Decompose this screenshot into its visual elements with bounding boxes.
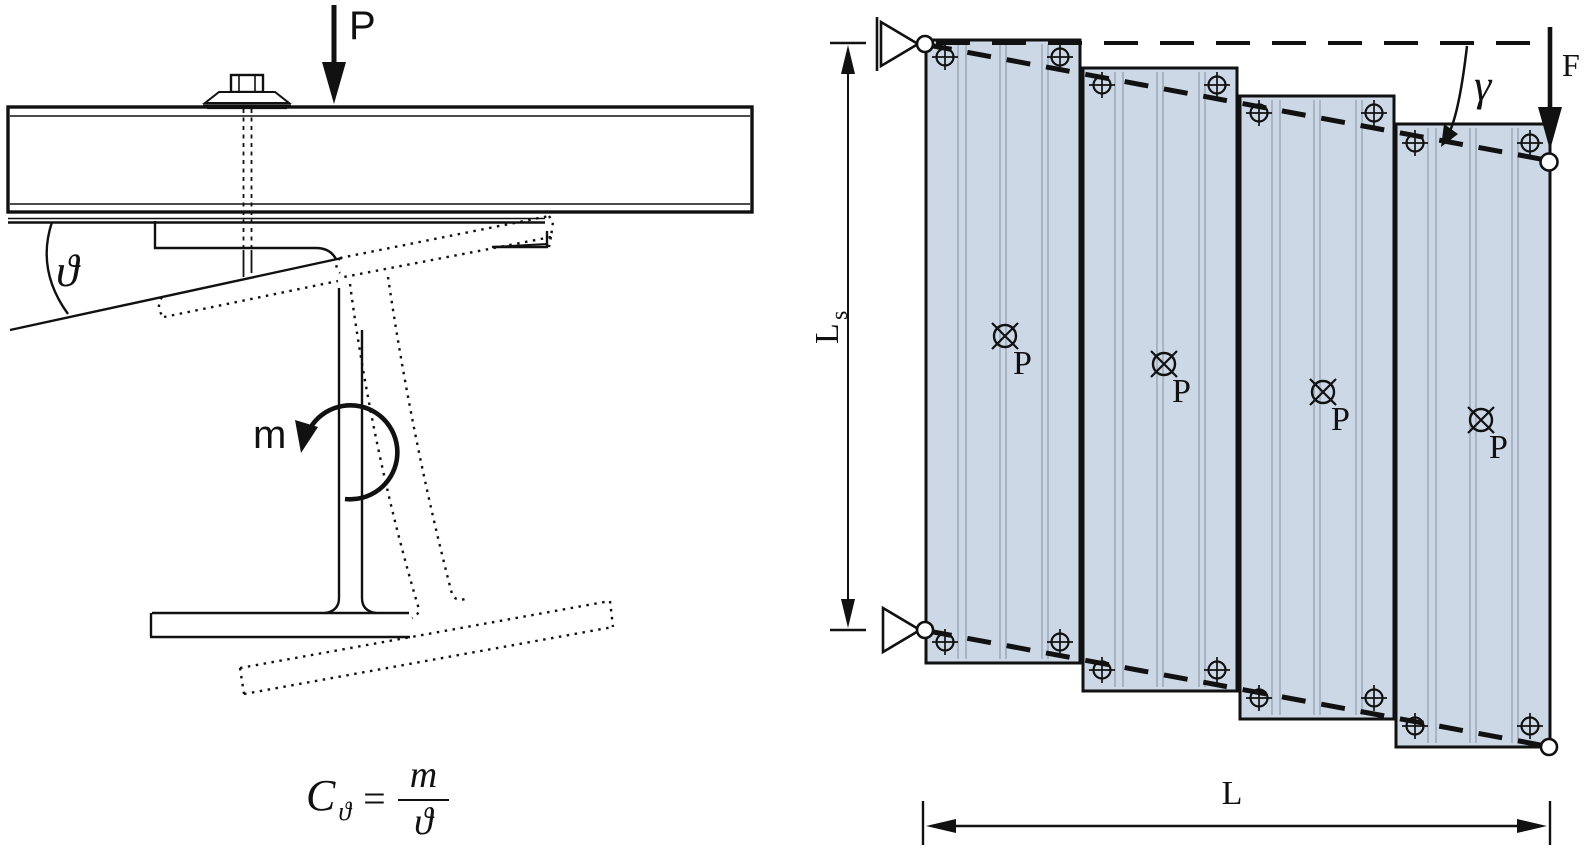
node-circle-bottom-right [1539,737,1559,757]
fastener-icon [1402,130,1543,739]
panel-load-label: P [1013,345,1032,382]
panel-grain-lines [957,44,1049,659]
height-ls-sub: s [827,311,853,320]
formula-denominator: ϑ [414,800,433,843]
panel-load-label: P [1172,373,1191,410]
sheathing-panel: P [1394,122,1552,749]
panel-load-cross-icon [1467,406,1495,434]
panel-load-cross-icon [991,322,1019,350]
sheathing-panel: P [924,38,1082,665]
load-arrow-p [322,5,346,104]
panel-grain-lines [1114,72,1206,687]
pin-support-bottom-icon [881,605,935,655]
joint-rotation-figure [6,5,754,696]
sheathing-panel: P [1081,66,1239,693]
dimension-ls [830,41,866,632]
theta-label: ϑ [56,245,81,296]
force-f-label: F [1562,47,1580,83]
panel-grain-lines [1271,100,1363,715]
lag-screw [202,73,292,277]
formula-equals: = [363,776,386,822]
gamma-label: γ [1474,61,1493,110]
panel-board [1394,122,1552,749]
panel-board [1238,94,1396,721]
panel-load-cross-icon [1309,378,1337,406]
load-p-label: P [349,4,376,48]
dimension-l [921,801,1552,845]
height-ls-label: L s [809,311,853,344]
panel-board [924,38,1082,665]
theta-arc [45,221,69,315]
panel-load-label: P [1489,429,1508,466]
sheathing-panel: P [1238,94,1396,721]
moment-arrow [295,403,400,502]
span-l-label: L [1222,775,1243,812]
panel-load-cross-icon [1150,350,1178,378]
panel-board [1081,66,1239,693]
deck-plate [6,105,754,224]
i-beam-solid [9,221,549,639]
node-circle-top-right [1539,152,1559,172]
bottom-chord-dashed [927,628,1547,749]
pin-support-top-icon [875,17,935,71]
shear-wall-figure: P P [830,17,1562,845]
moment-label: m [253,413,286,457]
panel-load-label: P [1331,401,1350,438]
formula-numerator: m [397,755,450,801]
formula-fraction: m ϑ [397,755,450,843]
force-arrow-f [1538,27,1562,150]
fastener-icon [1246,100,1387,711]
panel-grain-lines [1427,128,1519,743]
height-ls-main: L [809,323,846,344]
screw-shank-hidden [242,109,253,250]
gamma-angle-arrow [1441,45,1469,147]
i-beam-rotated-dotted [157,214,615,696]
